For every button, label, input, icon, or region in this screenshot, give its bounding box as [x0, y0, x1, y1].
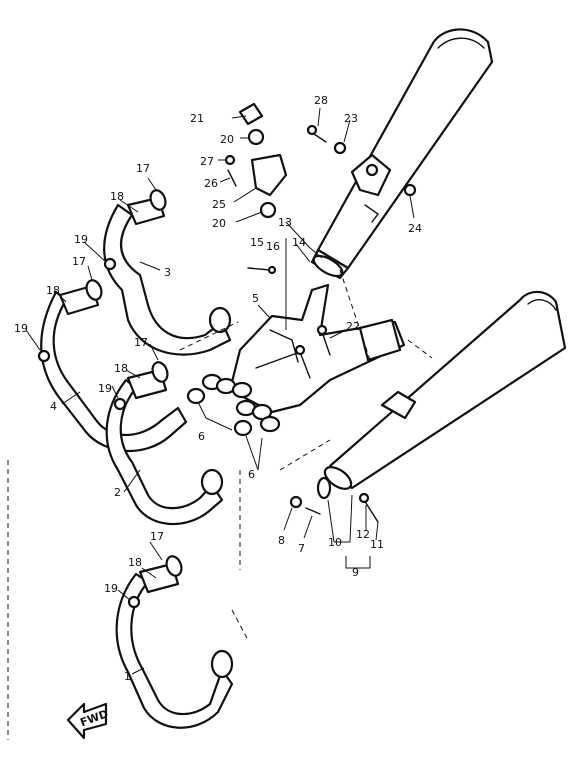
- callout-23: 23: [344, 112, 358, 125]
- callout-22: 22: [346, 320, 360, 333]
- callout-21: 21: [190, 112, 204, 125]
- callout-6: 6: [198, 430, 205, 443]
- callout-19: 19: [74, 233, 88, 246]
- forward-direction-badge: FWD: [66, 702, 110, 740]
- callout-14: 14: [292, 236, 306, 249]
- callout-13: 13: [278, 216, 292, 229]
- exhaust-pipe-2: [105, 368, 224, 526]
- upper-muffler: [310, 28, 494, 280]
- callout-24: 24: [408, 222, 422, 235]
- callout-19: 19: [98, 382, 112, 395]
- callout-5: 5: [252, 292, 259, 305]
- exhaust-gaskets: [186, 387, 253, 437]
- callout-18: 18: [128, 556, 142, 569]
- callout-11: 11: [370, 538, 384, 551]
- callout-2: 2: [114, 486, 121, 499]
- callout-19: 19: [14, 322, 28, 335]
- callout-1: 1: [124, 670, 131, 683]
- callout-28: 28: [314, 94, 328, 107]
- callout-16: 16: [266, 240, 280, 253]
- upper-muffler-bracket: [350, 153, 392, 223]
- callout-25: 25: [212, 198, 226, 211]
- callout-7: 7: [298, 542, 305, 555]
- callout-12: 12: [356, 528, 370, 541]
- pipe-clamps: [85, 189, 183, 577]
- callout-17: 17: [134, 336, 148, 349]
- lower-muffler: [323, 290, 567, 490]
- callout-10: 10: [328, 536, 342, 549]
- callout-9: 9: [352, 566, 359, 579]
- exhaust-port-flanges: [201, 373, 281, 433]
- exhaust-collector: [228, 283, 406, 414]
- callout-17: 17: [72, 255, 86, 268]
- callout-4: 4: [50, 400, 57, 413]
- callout-20: 20: [220, 133, 234, 146]
- callout-17: 17: [150, 530, 164, 543]
- callout-27: 27: [200, 155, 214, 168]
- part-callouts: 17 18 19 3 17 18 19 4 19 18 17 2 5 6 6 2…: [14, 94, 422, 683]
- callout-20: 20: [212, 217, 226, 230]
- callout-18: 18: [46, 284, 60, 297]
- callout-15: 15: [250, 236, 264, 249]
- small-hardware: [37, 102, 417, 609]
- callout-26: 26: [204, 177, 218, 190]
- leader-lines: [25, 107, 415, 675]
- callout-8: 8: [278, 534, 285, 547]
- callout-18: 18: [114, 362, 128, 375]
- callout-3: 3: [164, 266, 171, 279]
- exhaust-pipe-1: [115, 562, 234, 729]
- alignment-lines: [7, 269, 433, 740]
- callout-6: 6: [248, 468, 255, 481]
- callout-18: 18: [110, 190, 124, 203]
- callout-19: 19: [104, 582, 118, 595]
- callout-17: 17: [136, 162, 150, 175]
